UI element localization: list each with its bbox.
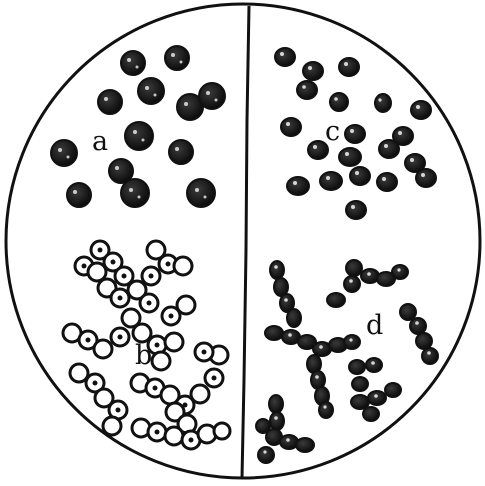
label-a: a (92, 126, 108, 157)
label-b: b (135, 340, 152, 371)
label-d: d (366, 310, 383, 341)
label-c: c (325, 116, 340, 147)
